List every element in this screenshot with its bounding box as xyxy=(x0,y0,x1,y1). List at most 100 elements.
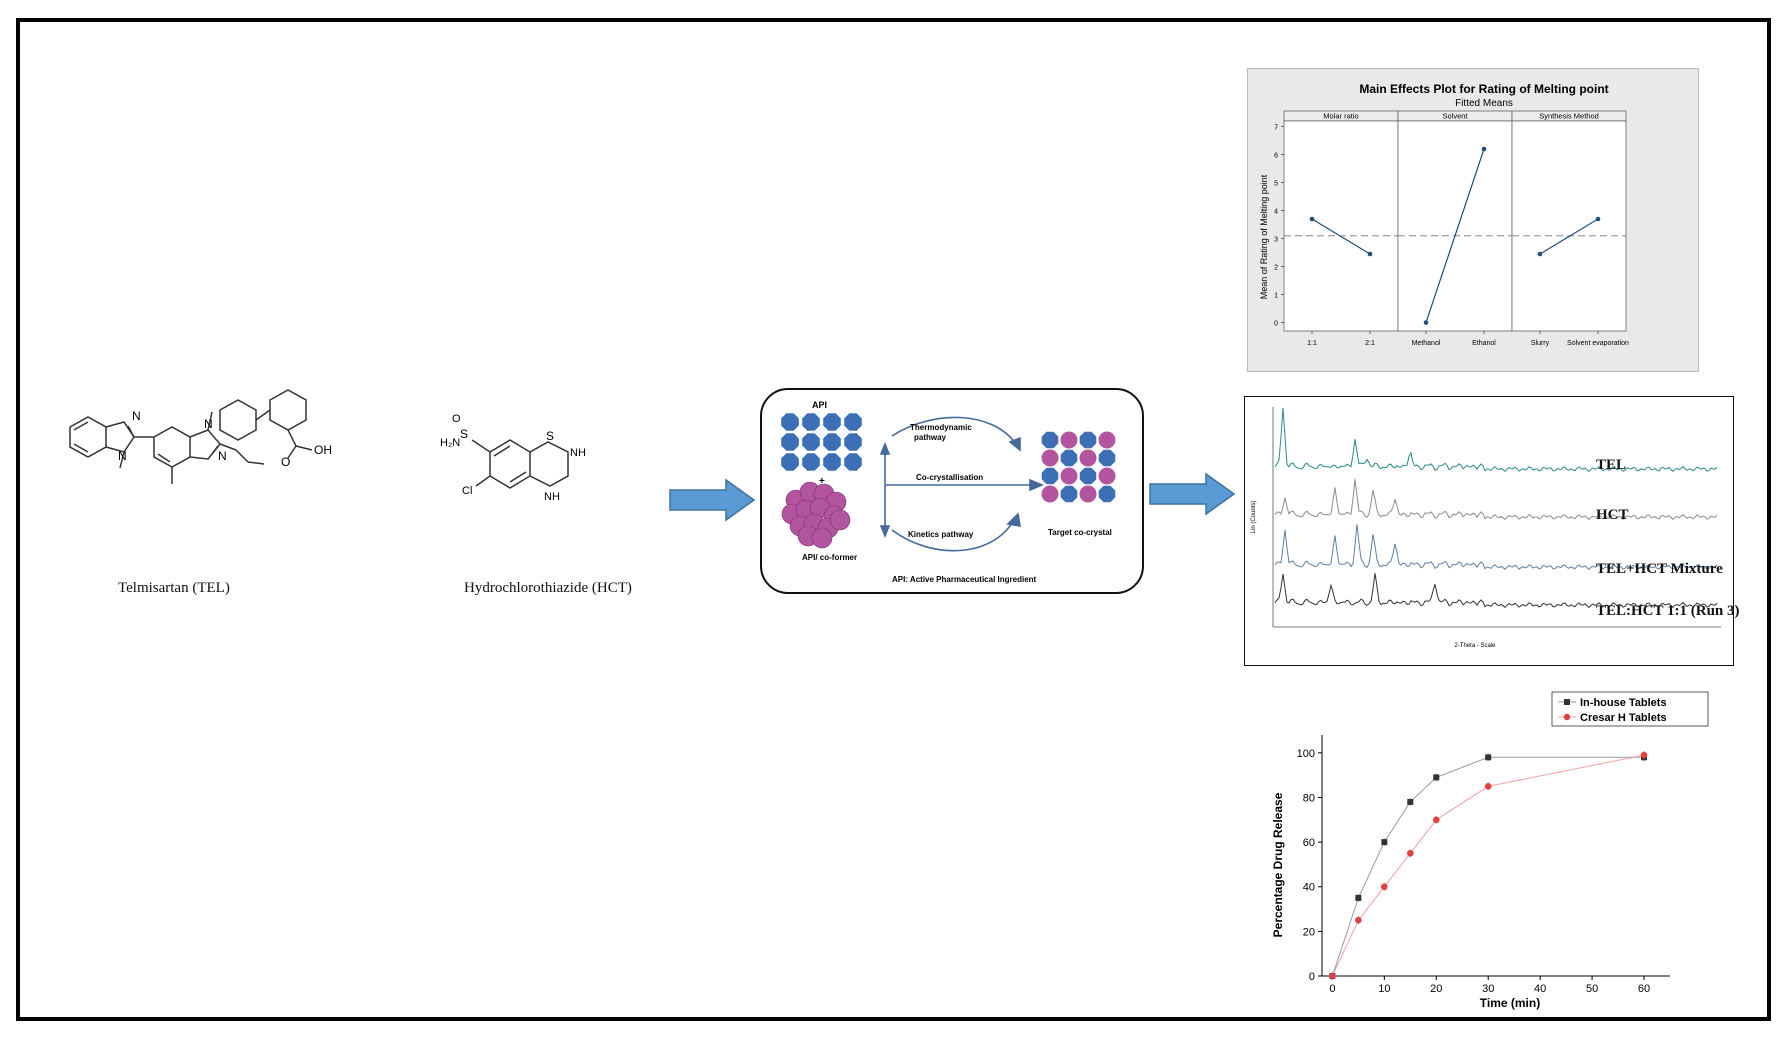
api-molecule xyxy=(844,433,862,451)
data-point xyxy=(1355,894,1362,901)
kinetics-label: Kinetics pathway xyxy=(908,530,974,539)
x-tick-label: Slurry xyxy=(1531,340,1550,347)
api-molecule xyxy=(823,433,841,451)
data-point xyxy=(1329,972,1336,980)
target-api-molecule xyxy=(1098,449,1116,467)
x-tick-label: 40 xyxy=(1534,983,1546,995)
data-point xyxy=(1432,816,1440,824)
api-molecule xyxy=(781,453,799,471)
dissolution-xlabel: Time (min) xyxy=(1480,996,1540,1010)
panel-header-label: Molar ratio xyxy=(1323,112,1358,121)
hct-atom-s: S xyxy=(546,429,554,443)
dissolution-ylabel: Percentage Drug Release xyxy=(1271,792,1285,937)
tel-atom-o: O xyxy=(281,455,290,469)
y-tick-label: 7 xyxy=(1274,125,1278,132)
hct-atom-h2n: H₂N xyxy=(440,437,460,449)
xrd-label-hct: HCT xyxy=(1596,507,1629,523)
xrd-traces xyxy=(1274,407,1718,609)
graphical-abstract-frame: N N N N O OH Telmisartan (TEL) S H₂N O S… xyxy=(16,18,1771,1021)
y-tick-label: 6 xyxy=(1274,153,1278,160)
y-tick-label: 5 xyxy=(1274,181,1278,188)
cocryst-label: Co-crystallisation xyxy=(916,473,983,482)
xrd-trace-line xyxy=(1274,407,1718,473)
footnote-label: API: Active Pharmaceutical Ingredient xyxy=(892,575,1037,584)
target-api-molecule xyxy=(1060,485,1078,503)
panel-header-label: Solvent xyxy=(1442,112,1468,121)
tel-label: Telmisartan (TEL) xyxy=(118,580,230,596)
target-coformer-molecule xyxy=(1079,449,1097,467)
effect-point xyxy=(1481,146,1487,152)
tel-atom-oh: OH xyxy=(314,443,332,457)
hct-atom-nh: NH xyxy=(570,447,586,459)
xrd-xlabel: 2-Theta - Scale xyxy=(1454,643,1496,649)
hct-atom-o: O xyxy=(452,413,461,425)
api-molecule xyxy=(823,453,841,471)
coformer-label: API/ co-former xyxy=(802,553,857,562)
panel-area xyxy=(1511,120,1627,332)
api-molecule xyxy=(781,413,799,431)
hct-atom-nh: NH xyxy=(544,491,560,503)
api-molecule xyxy=(823,413,841,431)
xrd-plot: Lin (Counts) 2-Theta - Scale TEL HCT TEL… xyxy=(1244,396,1740,666)
x-tick-label: Methanol xyxy=(1412,340,1441,347)
data-point xyxy=(1355,916,1362,924)
thermo-label: Thermodynamic xyxy=(910,423,972,432)
target-api-molecule xyxy=(1060,449,1078,467)
x-tick-label: Solvent evaporation xyxy=(1567,340,1629,347)
main-effects-subtitle: Fitted Means xyxy=(1455,98,1513,109)
y-tick-label: 2 xyxy=(1274,265,1278,272)
effect-line xyxy=(1311,218,1371,255)
y-tick-label: 1 xyxy=(1274,293,1278,300)
x-tick-label: 2:1 xyxy=(1365,340,1375,347)
y-tick-label: 60 xyxy=(1303,837,1315,849)
api-molecule xyxy=(844,453,862,471)
api-molecule xyxy=(802,433,820,451)
y-tick-label: 80 xyxy=(1303,792,1315,804)
pathway-label: pathway xyxy=(914,433,947,442)
telmisartan-structure: N N N N O OH Telmisartan (TEL) xyxy=(69,389,332,596)
panel-header-label: Synthesis Method xyxy=(1539,112,1599,121)
x-tick-label: 60 xyxy=(1638,983,1650,995)
effect-point xyxy=(1595,216,1601,222)
target-api-molecule xyxy=(1079,431,1097,449)
target-coformer-molecule xyxy=(1098,431,1116,449)
xrd-label-tel: TEL xyxy=(1596,457,1626,473)
api-label: API xyxy=(812,400,827,410)
xrd-label-mixture: TEL+HCT Mixture xyxy=(1596,561,1723,577)
co-crystal-process-box: API + API/ co-former Thermodynamic pathw… xyxy=(760,388,1144,594)
target-api-molecule xyxy=(1098,485,1116,503)
effect-point xyxy=(1367,251,1373,257)
api-molecule xyxy=(802,453,820,471)
dissolution-legend: In-house Tablets Cresar H Tablets xyxy=(1551,691,1709,727)
xrd-trace-line xyxy=(1274,479,1718,521)
target-cocrystal-grid xyxy=(1041,431,1116,503)
panel-area xyxy=(1397,120,1513,332)
api-molecule xyxy=(844,413,862,431)
hct-label: Hydrochlorothiazide (HCT) xyxy=(464,580,632,596)
coformer-cluster xyxy=(781,481,851,549)
hct-atom-cl: Cl xyxy=(462,485,472,497)
data-point xyxy=(1484,783,1492,790)
effect-point xyxy=(1537,251,1543,257)
target-coformer-molecule xyxy=(1041,485,1059,503)
y-tick-label: 100 xyxy=(1297,748,1315,760)
x-tick-label: 30 xyxy=(1482,983,1494,995)
legend-inhouse: In-house Tablets xyxy=(1580,697,1667,709)
effect-point xyxy=(1423,320,1429,325)
xrd-ylabel: Lin (Counts) xyxy=(1251,501,1257,534)
main-effects-plot: Main Effects Plot for Rating of Melting … xyxy=(1247,68,1699,372)
target-label: Target co-crystal xyxy=(1048,528,1112,537)
panel-area xyxy=(1283,120,1399,332)
y-tick-label: 40 xyxy=(1303,882,1315,894)
data-point xyxy=(1640,751,1648,759)
legend-cresar: Cresar H Tablets xyxy=(1580,712,1667,724)
data-point xyxy=(1433,774,1440,781)
xrd-trace-line xyxy=(1274,573,1718,609)
y-tick-label: 3 xyxy=(1274,237,1278,244)
x-tick-label: 1:1 xyxy=(1307,340,1317,347)
hydrochlorothiazide-structure: S H₂N O S NH NH Cl Hydrochlorothiazide (… xyxy=(440,413,632,596)
target-api-molecule xyxy=(1041,431,1059,449)
xrd-trace-line xyxy=(1274,524,1718,571)
effect-point xyxy=(1309,216,1315,222)
coformer-molecule xyxy=(811,527,833,549)
